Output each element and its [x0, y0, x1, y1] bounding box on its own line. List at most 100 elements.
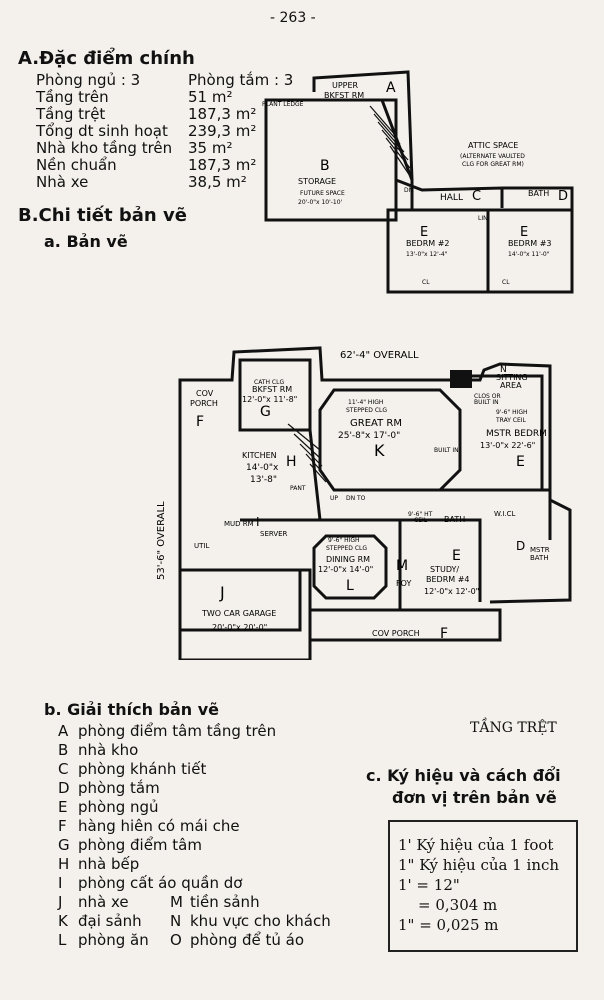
stair-tread [299, 443, 323, 467]
dining-label: 12'-0"x 14'-0" [318, 565, 373, 574]
spec-value: Phòng tắm : 3 [188, 71, 294, 89]
plan-letter: J [219, 583, 225, 602]
section-a-title: A.Đặc điểm chính [18, 48, 195, 69]
closet-label: CL [422, 279, 430, 286]
plan-letter: G [260, 404, 271, 420]
stair-tread [293, 433, 321, 459]
spec-label: Phòng ngủ : 3 [36, 71, 141, 89]
dn-to-label: DN TO [346, 495, 366, 502]
unit-line: 1' Ký hiệu của 1 foot [398, 836, 554, 854]
lin-label: LIN [478, 215, 488, 222]
legend-text: phòng ăn [78, 931, 149, 949]
main-floor-plan: 62'-4" OVERALL 53'-6" OVERALL COV PORCH … [156, 346, 572, 660]
plan-letter: I [256, 515, 260, 529]
study-label: STUDY/ [430, 565, 459, 574]
clos-label: CLOS OR [474, 393, 501, 400]
spec-label: Tổng dt sinh hoạt [36, 122, 168, 140]
plan-letter: E [520, 225, 528, 240]
section-b-title: B.Chi tiết bản vẽ [18, 205, 187, 226]
section-c-title: c. Ký hiệu và cách đổi [366, 766, 561, 785]
legend-text: phòng điểm tâm [78, 836, 202, 854]
bedrm2-label: BEDRM #2 [406, 239, 450, 248]
plan-letter: E [420, 225, 428, 240]
up-label: UP [330, 495, 338, 502]
bath-wall [502, 186, 574, 210]
plan-letter: A [386, 80, 396, 96]
legend-key: A [58, 722, 69, 740]
mstr-bedrm-label: 13'-0"x 22'-6" [480, 441, 535, 450]
legend-key: L [58, 931, 67, 949]
spec-label: Tầng trệt [36, 105, 106, 123]
plan-letter: N [500, 365, 507, 375]
legend-text: nhà bếp [78, 855, 140, 873]
dining-label: DINING RM [326, 555, 370, 564]
legend-key: F [58, 817, 67, 835]
bkfst-label: BKFST RM [252, 385, 292, 394]
kitchen-label: 14'-0"x [246, 463, 279, 473]
plan-letter: M [396, 558, 408, 574]
upper-floor-plan: UPPER BKFST RM A PLANT LEDGE B STORAGE F… [262, 70, 574, 294]
server-label: SERVER [260, 530, 288, 538]
spec-value: 187,3 m² [188, 156, 257, 174]
legend-text: nhà kho [78, 741, 139, 759]
kitchen-label: KITCHEN [242, 451, 277, 460]
front-porch-wall [310, 608, 502, 642]
legend-key: M [170, 893, 183, 911]
plan-letter: H [286, 454, 297, 470]
legend-text: nhà xe [78, 893, 129, 911]
plan-letter: D [558, 189, 568, 204]
wicl-label: W.I.CL [494, 510, 516, 518]
legend-key: N [170, 912, 182, 930]
drawing-subtitle: a. Bản vẽ [44, 232, 128, 251]
legend-text: đại sảnh [78, 912, 142, 930]
bedroom-3-room [486, 208, 574, 294]
great-rm-label: GREAT RM [350, 418, 402, 429]
legend-text: phòng ngủ [78, 798, 159, 816]
dn-label: DN [404, 187, 413, 194]
garage-room [178, 568, 312, 660]
unit-line: 1" = 0,025 m [398, 916, 499, 934]
dining-label: 9'-6" HIGH [328, 537, 360, 544]
storage-label: FUTURE SPACE [300, 190, 345, 197]
garage-label: TWO CAR GARAGE [201, 609, 276, 618]
legend-text: phòng điểm tâm tầng trên [78, 722, 277, 740]
spec-value: 239,3 m² [188, 122, 257, 140]
plan-letter: E [516, 454, 525, 470]
stair-tread [389, 145, 411, 177]
ceil-label: CEIL [414, 517, 428, 524]
legend-text: tiền sảnh [190, 893, 260, 911]
attic-label: (ALTERNATE VAULTED [460, 153, 525, 160]
hall-wall [395, 178, 504, 208]
kitchen-wall [240, 428, 322, 522]
spec-value: 38,5 m² [188, 173, 247, 191]
legend-text: hàng hiên có mái che [78, 817, 240, 835]
spec-label: Nền chuẩn [36, 156, 117, 174]
legend-key: O [170, 931, 182, 949]
plan-letter: E [452, 548, 461, 564]
hall-label: HALL [440, 193, 463, 203]
cov-porch-label: PORCH [190, 399, 218, 408]
legend-text: phòng cất áo quần dơ [78, 874, 243, 892]
stair-tread [305, 453, 325, 475]
great-rm-label: 25'-8"x 17'-0" [338, 431, 400, 441]
legend-text: phòng tắm [78, 779, 160, 797]
plan-letter: B [320, 158, 330, 174]
plan-letter: D [516, 539, 525, 553]
mstr-bath-label: MSTR [530, 546, 550, 554]
legend-key: C [58, 760, 69, 778]
legend-key: D [58, 779, 70, 797]
storage-label: STORAGE [298, 177, 336, 186]
floor-label: TẦNG TRỆT [470, 720, 557, 736]
unit-line: 1' = 12" [398, 876, 460, 894]
great-rm-label: STEPPED CLG [346, 407, 387, 414]
spec-label: Nhà xe [36, 173, 89, 191]
foy-label: FOY [396, 579, 411, 588]
built-in-label: BUILT IN [434, 447, 459, 454]
bedrm3-label: BEDRM #3 [508, 239, 552, 248]
legend-key: G [58, 836, 70, 854]
